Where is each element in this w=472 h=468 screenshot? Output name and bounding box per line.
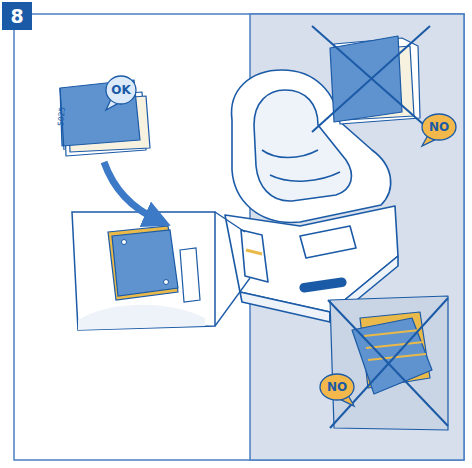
status-bubble: NO (420, 112, 458, 142)
status-text: OK (111, 83, 131, 97)
zoom-inset (72, 212, 215, 330)
bubble-body (106, 76, 136, 104)
status-bubble: NO (318, 372, 356, 402)
bubble-body (320, 374, 354, 400)
step-number: 8 (10, 5, 23, 27)
step-number-box: 8 (2, 2, 32, 30)
open-booklet-wrong (312, 26, 432, 132)
status-bubble: OK (104, 74, 138, 106)
status-text: NO (429, 120, 449, 134)
wrong-inset (328, 296, 448, 430)
booklet-code: 5025 (56, 107, 67, 127)
status-text: NO (327, 380, 347, 394)
bubble-body (422, 114, 456, 140)
zoom-leader (215, 212, 250, 326)
step-frame (14, 14, 464, 460)
insert-arrow (104, 162, 158, 220)
